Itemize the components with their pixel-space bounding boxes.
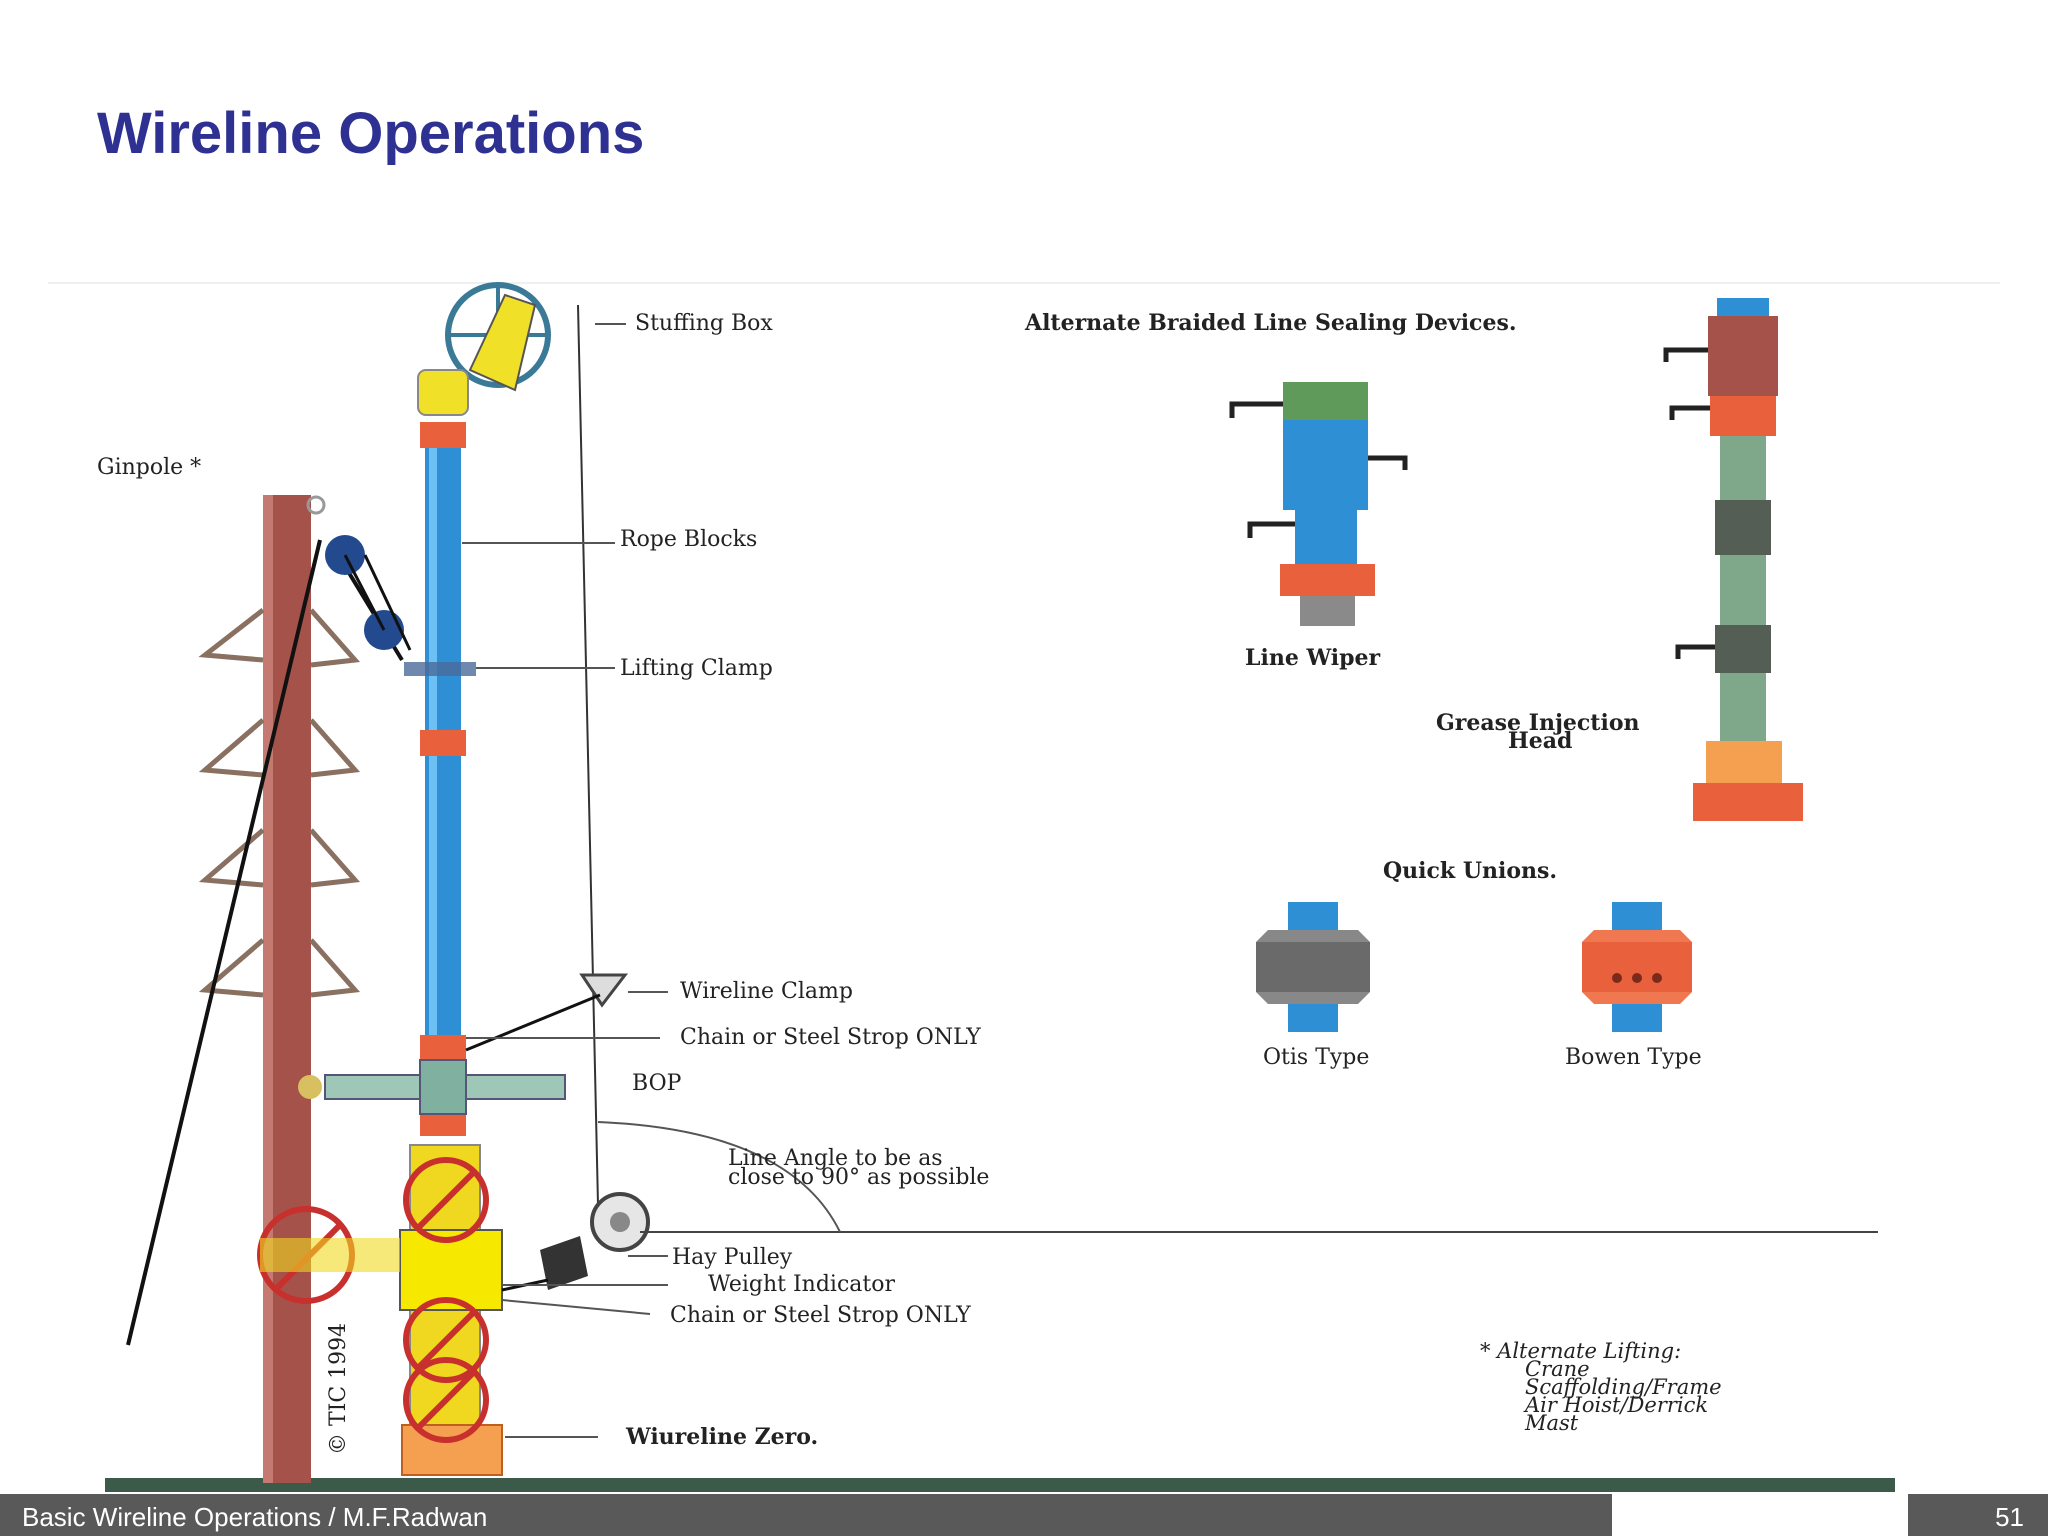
label-alt-lifting-3: Air Hoist/Derrick bbox=[1523, 1393, 1708, 1417]
lubricator-icon bbox=[404, 422, 476, 1136]
label-hay-pulley: Hay Pulley bbox=[672, 1245, 793, 1270]
hay-pulley-icon bbox=[501, 1192, 650, 1292]
label-weight-indicator: Weight Indicator bbox=[708, 1272, 895, 1297]
ground-bar bbox=[105, 1478, 1895, 1492]
label-alt-lifting-1: Crane bbox=[1525, 1357, 1590, 1381]
label-quick-unions: Quick Unions. bbox=[1383, 858, 1557, 884]
page-title: Wireline Operations bbox=[97, 101, 645, 166]
label-lifting-clamp: Lifting Clamp bbox=[620, 656, 773, 681]
upper-strop-line bbox=[465, 993, 601, 1052]
ginpole-icon bbox=[126, 495, 404, 1483]
line-wiper-icon bbox=[1229, 382, 1408, 626]
grease-injection-head-icon bbox=[1663, 298, 1803, 821]
rope-blocks-icon bbox=[306, 495, 412, 651]
bowen-union-icon bbox=[1582, 902, 1692, 1032]
label-grease-head-1: Grease Injection bbox=[1436, 710, 1640, 736]
label-alt-sealing: Alternate Braided Line Sealing Devices. bbox=[1024, 310, 1517, 336]
footer-text: Basic Wireline Operations / M.F.Radwan bbox=[22, 1502, 488, 1532]
stuffing-box-icon bbox=[417, 282, 551, 416]
otis-union-icon bbox=[1256, 902, 1370, 1032]
label-wireline-clamp: Wireline Clamp bbox=[680, 979, 853, 1004]
label-stuffing-box: Stuffing Box bbox=[635, 311, 773, 336]
label-copyright: © TIC 1994 bbox=[326, 1323, 351, 1455]
footer-gap bbox=[1612, 1494, 1908, 1536]
page-number: 51 bbox=[1995, 1502, 2024, 1532]
label-alt-lifting-0: * Alternate Lifting: bbox=[1480, 1339, 1681, 1363]
label-bop: BOP bbox=[632, 1071, 682, 1096]
title-divider bbox=[48, 282, 2000, 284]
label-line-wiper: Line Wiper bbox=[1245, 645, 1381, 671]
bop-icon bbox=[298, 1059, 566, 1115]
label-alt-lifting-4: Mast bbox=[1524, 1411, 1579, 1435]
label-line-angle-2: close to 90° as possible bbox=[728, 1165, 989, 1190]
christmas-tree-icon bbox=[257, 1144, 503, 1476]
wireline-clamp-icon bbox=[579, 973, 629, 1008]
label-bowen-type: Bowen Type bbox=[1565, 1045, 1702, 1070]
label-alt-lifting-2: Scaffolding/Frame bbox=[1525, 1375, 1722, 1399]
wireline bbox=[577, 304, 599, 1206]
label-grease-head-2: Head bbox=[1508, 728, 1572, 754]
leader-lines bbox=[462, 323, 841, 1438]
label-chain-strop-upper: Chain or Steel Strop ONLY bbox=[680, 1025, 981, 1050]
label-wireline-zero: Wiureline Zero. bbox=[625, 1424, 818, 1450]
label-otis-type: Otis Type bbox=[1263, 1045, 1369, 1070]
label-ginpole: Ginpole * bbox=[97, 455, 201, 480]
label-chain-strop-lower: Chain or Steel Strop ONLY bbox=[670, 1303, 971, 1328]
label-rope-blocks: Rope Blocks bbox=[620, 527, 757, 552]
label-line-angle-1: Line Angle to be as bbox=[728, 1146, 943, 1171]
